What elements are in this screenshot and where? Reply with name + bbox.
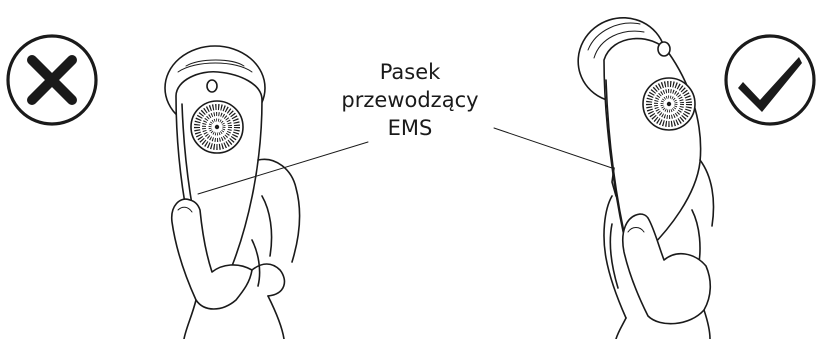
hand-right [603, 159, 715, 340]
wrong-icon [6, 34, 98, 126]
checkmark [738, 57, 802, 112]
correct-icon-ring [724, 34, 816, 126]
callout-line-1: Pasek [379, 60, 441, 84]
power-button-right [657, 41, 671, 57]
power-button-left [206, 79, 218, 93]
correct-icon [724, 34, 816, 126]
device-correct-grip [577, 17, 702, 254]
callout-line-3: EMS [387, 116, 433, 140]
ems-strip-callout: Pasek przewodzący EMS [340, 58, 480, 142]
hand-left [170, 158, 301, 340]
callout-line-2: przewodzący [341, 88, 479, 112]
leader-line-left [197, 141, 369, 195]
leader-line-right [493, 127, 613, 169]
cross-mark [27, 55, 77, 105]
device-body-right [603, 37, 702, 254]
